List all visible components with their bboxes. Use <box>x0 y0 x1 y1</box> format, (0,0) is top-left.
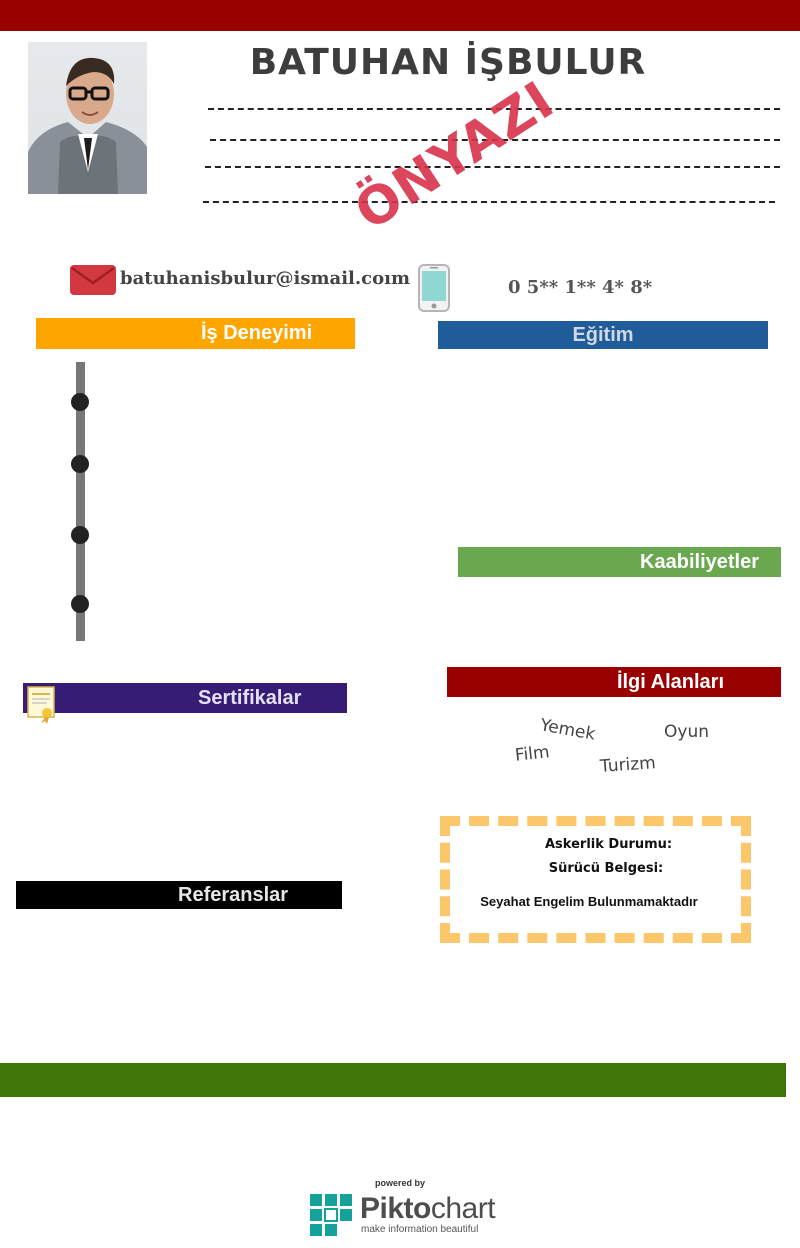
smartphone-icon <box>418 264 450 316</box>
header-dash-line <box>203 201 775 203</box>
interests-section-header: İlgi Alanları <box>447 667 781 697</box>
certificates-section-header: Sertifikalar <box>23 683 347 713</box>
education-section-title: Eğitim <box>572 323 634 346</box>
header-dash-line <box>210 139 780 141</box>
references-section-title: Referanslar <box>178 883 289 906</box>
header-dash-line <box>205 166 780 168</box>
header-dash-line <box>208 108 780 110</box>
certificates-section-title: Sertifikalar <box>198 686 302 709</box>
profile-photo <box>28 42 147 194</box>
personal-info-box <box>440 816 751 943</box>
profile-photo-illustration <box>28 57 147 194</box>
bottom-bar <box>0 1063 786 1097</box>
experience-section-title: İş Deneyimi <box>201 322 313 344</box>
brand-tagline: make information beautiful <box>361 1224 479 1235</box>
brand-part-chart: chart <box>430 1192 496 1225</box>
timeline-dot <box>71 526 89 544</box>
references-section-header: Referanslar <box>16 881 342 909</box>
interests-section-title: İlgi Alanları <box>616 670 724 693</box>
travel-status-label: Seyahat Engelim Bulunmamaktadır <box>480 894 698 909</box>
military-status-label: Askerlik Durumu: <box>545 837 673 852</box>
interest-item: Yemek <box>538 715 597 745</box>
interest-item: Oyun <box>664 722 709 742</box>
experience-section-header: İş Deneyimi <box>36 318 355 349</box>
timeline-dot <box>71 393 89 411</box>
interest-item: Turizm <box>599 753 657 777</box>
experience-timeline <box>76 362 85 641</box>
phone-number[interactable]: 0 5** 1** 4* 8* <box>508 277 653 298</box>
draft-stamp: ÖNYAZI <box>344 70 565 243</box>
skills-section-header: Kaabiliyetler <box>458 547 781 577</box>
brand-part-pikto: Pikto <box>360 1192 431 1225</box>
piktochart-logo-icon[interactable] <box>310 1194 354 1240</box>
timeline-dot <box>71 595 89 613</box>
top-bar <box>0 0 800 31</box>
education-section-header: Eğitim <box>438 321 768 349</box>
driver-license-label: Sürücü Belgesi: <box>548 861 664 876</box>
applicant-name: BATUHAN İŞBULUR <box>249 42 647 83</box>
interest-item: Film <box>514 742 551 766</box>
envelope-icon <box>70 265 116 299</box>
certificate-icon <box>27 686 59 728</box>
email-address[interactable]: batuhanisbulur@ismail.coım <box>120 268 411 289</box>
skills-section-title: Kaabiliyetler <box>640 550 759 573</box>
timeline-dot <box>71 455 89 473</box>
piktochart-brand[interactable]: Piktochart <box>360 1192 496 1226</box>
powered-by-label: powered by <box>374 1178 425 1188</box>
